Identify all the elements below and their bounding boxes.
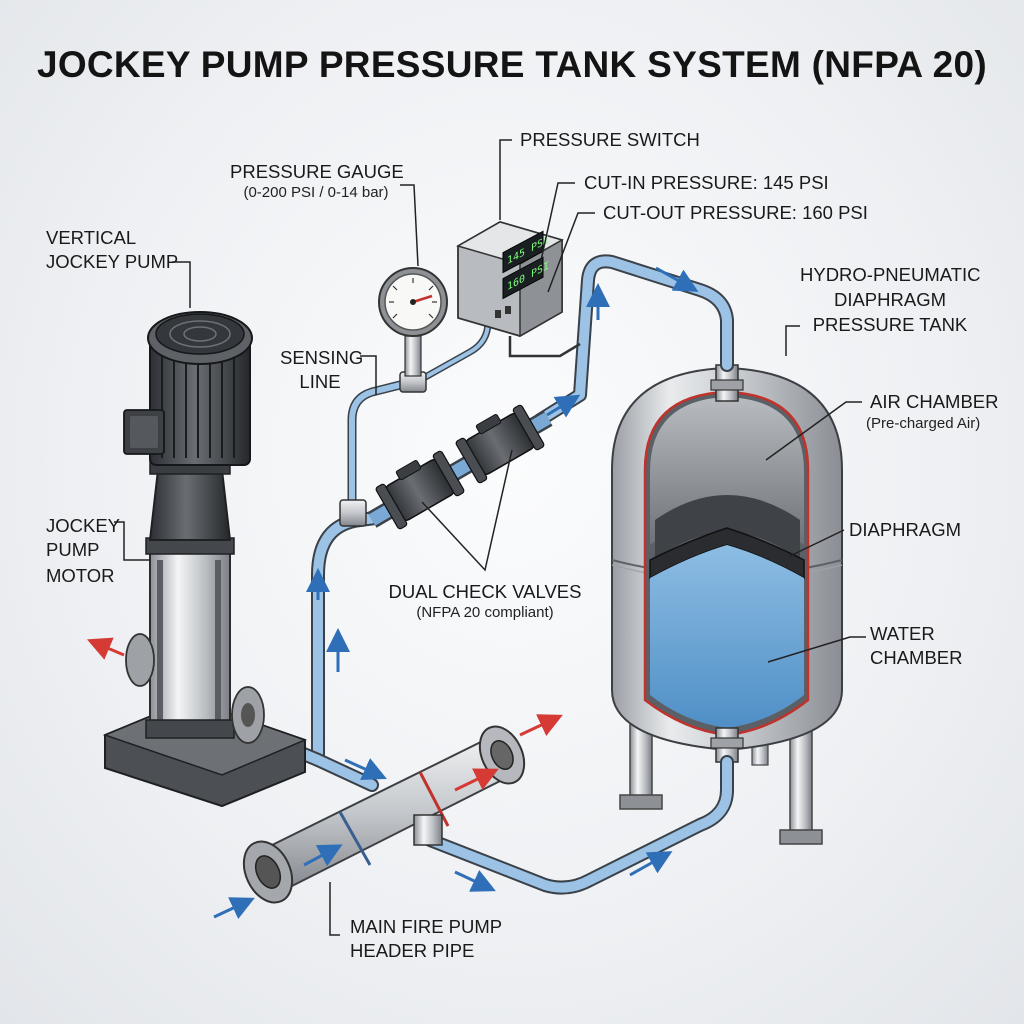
vertical-jockey-pump (102, 311, 308, 808)
label-hydro-pneumatic: HYDRO-PNEUMATIC (800, 264, 981, 285)
flow-arrows (86, 266, 699, 919)
label-sensing: SENSING (280, 347, 364, 368)
pressure-tank (611, 364, 843, 845)
pressure-gauge (378, 267, 448, 377)
label-vertical: VERTICAL (46, 227, 137, 248)
water-chamber (650, 545, 804, 728)
label-diaphragm-tank: DIAPHRAGM (833, 289, 947, 310)
label-pre-charged-air: (Pre-charged Air) (866, 415, 981, 432)
label-chamber: CHAMBER (870, 647, 963, 668)
label-cut-in-pressure: CUT-IN PRESSURE: 145 PSI (584, 172, 829, 193)
dual-check-valves (367, 404, 553, 530)
sensing-tee (339, 499, 367, 527)
label-line: LINE (299, 371, 341, 392)
label-header-pipe: HEADER PIPE (350, 940, 475, 961)
page-title: JOCKEY PUMP PRESSURE TANK SYSTEM (NFPA 2… (36, 44, 988, 85)
label-dual-check-valves: DUAL CHECK VALVES (388, 581, 582, 602)
label-nfpa-compliant: (NFPA 20 compliant) (416, 604, 554, 621)
label-diaphragm: DIAPHRAGM (849, 519, 962, 540)
label-jockey-pump: JOCKEY PUMP (46, 251, 179, 272)
label-pressure-tank: PRESSURE TANK (812, 314, 968, 335)
pressure-switch: 145 PSI 160 PSI (456, 221, 581, 358)
label-water: WATER (870, 623, 935, 644)
label-motor: MOTOR (46, 565, 115, 586)
label-pressure-switch: PRESSURE SWITCH (520, 129, 700, 150)
label-cut-out-pressure: CUT-OUT PRESSURE: 160 PSI (603, 202, 868, 223)
label-pump: PUMP (46, 539, 100, 560)
label-pressure-gauge: PRESSURE GAUGE (230, 161, 404, 182)
leader-lines (114, 139, 866, 936)
label-pressure-gauge-range: (0-200 PSI / 0-14 bar) (243, 184, 389, 201)
label-air-chamber: AIR CHAMBER (870, 391, 999, 412)
label-jockey: JOCKEY (46, 515, 121, 536)
label-main-fire-pump: MAIN FIRE PUMP (350, 916, 503, 937)
